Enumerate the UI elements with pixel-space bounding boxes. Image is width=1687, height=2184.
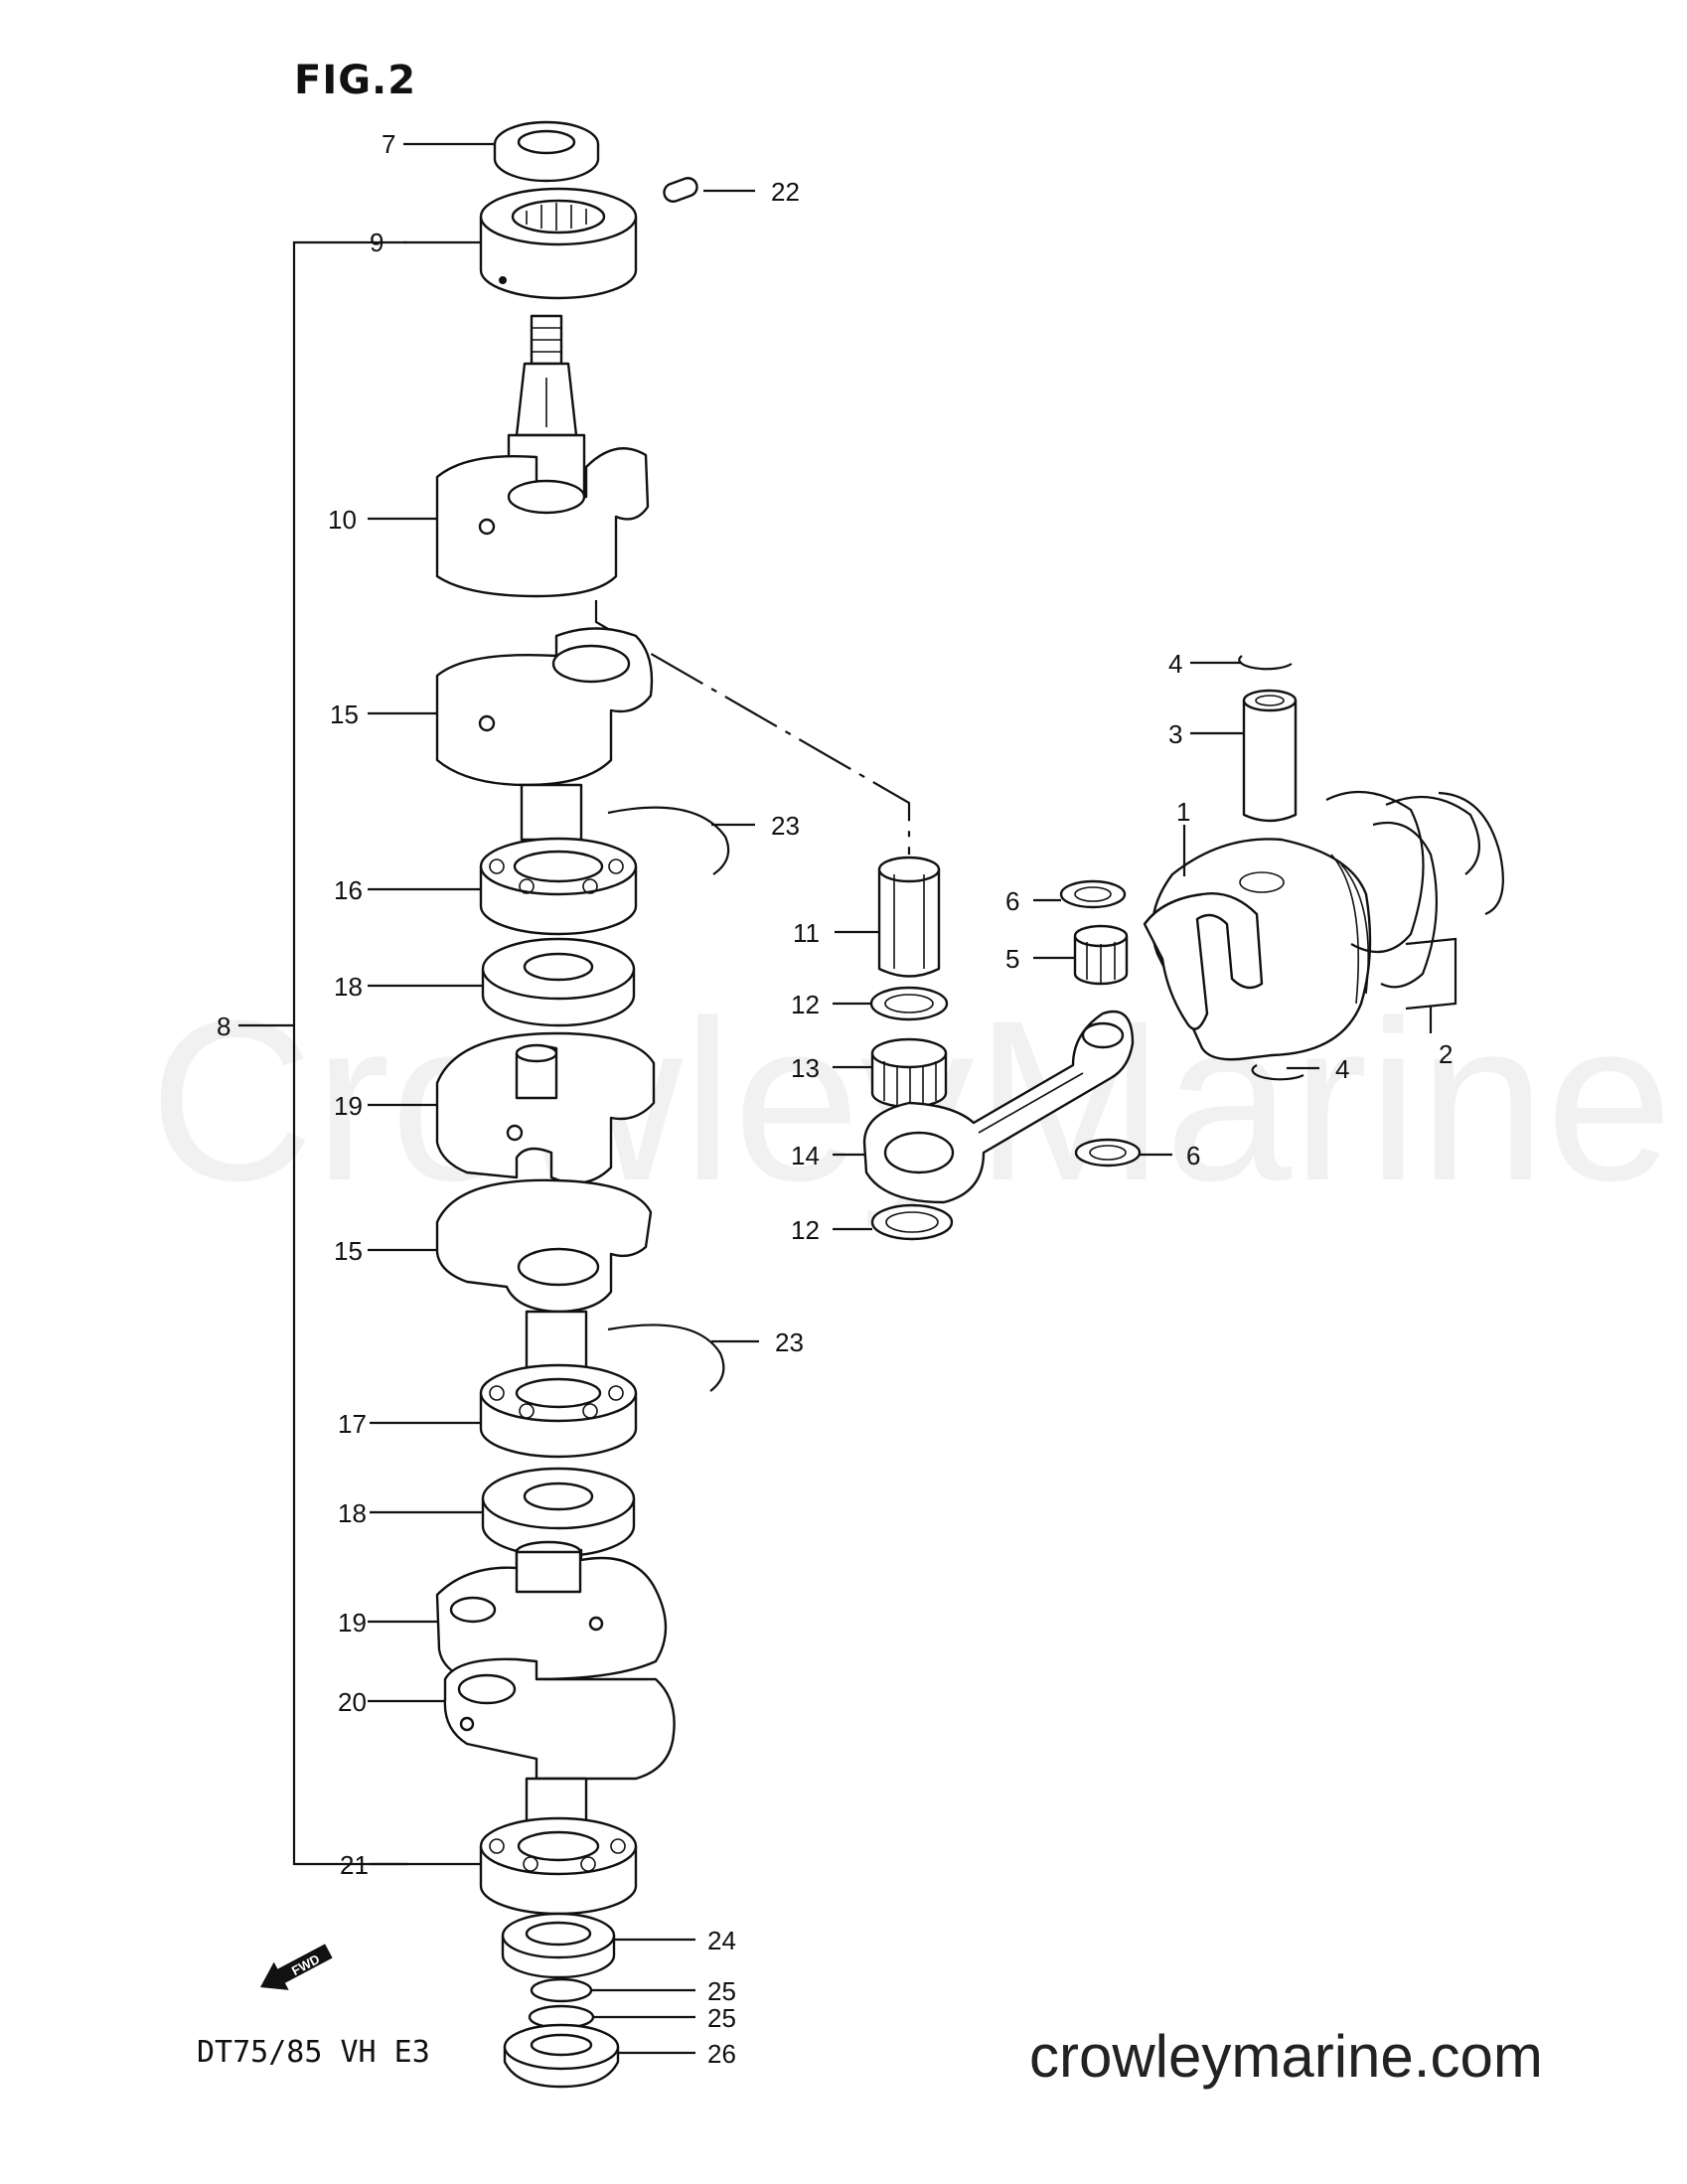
crank-pin-upper <box>520 783 583 842</box>
callout-5: 5 <box>1005 944 1019 974</box>
callout-19-lower: 19 <box>338 1608 367 1638</box>
connecting-rod-14-part <box>862 1010 1135 1204</box>
washer-6-upper-part <box>1059 879 1127 909</box>
callout-11: 11 <box>793 918 820 948</box>
callout-13: 13 <box>791 1053 820 1083</box>
circlip-23-upper-part <box>607 806 730 875</box>
callout-23-upper: 23 <box>771 811 800 841</box>
oil-seal-24-part <box>501 1912 616 1979</box>
callout-leaders <box>368 142 1319 2055</box>
callout-6-lower: 6 <box>1186 1141 1200 1170</box>
callout-24: 24 <box>707 1926 736 1955</box>
callout-21: 21 <box>340 1850 369 1880</box>
assembly-bracket <box>292 240 407 1866</box>
oil-seal-top-part <box>493 120 600 183</box>
callout-26: 26 <box>707 2039 736 2069</box>
callout-18-upper: 18 <box>334 972 363 1002</box>
ball-bearing-21-part <box>479 1816 638 1916</box>
circlip-4-lower-part <box>1251 1064 1304 1081</box>
callout-14: 14 <box>791 1141 820 1170</box>
o-ring-25-upper-part <box>530 1977 593 2003</box>
dowel-pin-part <box>663 177 698 203</box>
crank-web-10-part <box>435 447 650 598</box>
callout-12-upper: 12 <box>791 990 820 1019</box>
piston-ring-2-d-part <box>1438 791 1504 916</box>
callout-7: 7 <box>382 129 395 159</box>
callout-1: 1 <box>1176 797 1190 827</box>
crank-web-19-upper-part <box>435 1031 656 1184</box>
piston-ring-2-a-part <box>1385 795 1480 875</box>
callout-4-lower: 4 <box>1335 1054 1349 1084</box>
needle-bearing-5-part <box>1073 924 1129 986</box>
callout-16: 16 <box>334 875 363 905</box>
piston-1-part <box>1143 838 1372 1061</box>
circlip-4-upper-part <box>1238 655 1293 671</box>
crank-web-19-lower-part <box>435 1540 668 1681</box>
callout-15-lower: 15 <box>334 1236 363 1266</box>
crank-pin-11-part <box>877 856 941 978</box>
circlip-23-lower-part <box>607 1324 725 1392</box>
callout-3: 3 <box>1168 719 1182 749</box>
needle-bearing-top-part <box>479 187 638 300</box>
callout-23-lower: 23 <box>775 1327 804 1357</box>
model-code: DT75/85 VH E3 <box>197 2035 430 2070</box>
figure-title: FIG.2 <box>294 58 417 103</box>
thrust-washer-12-lower-part <box>870 1203 954 1241</box>
assembly-guide-line <box>594 600 911 855</box>
needle-bearing-13-part <box>870 1037 948 1109</box>
callout-22: 22 <box>771 177 800 207</box>
forward-arrow-icon: FWD <box>260 1944 333 1990</box>
washer-6-lower-part <box>1074 1138 1142 1168</box>
fwd-label: FWD <box>289 1951 322 1978</box>
thrust-washer-12-upper-part <box>869 986 949 1021</box>
callout-9: 9 <box>370 228 383 257</box>
crank-web-15-upper-part <box>435 627 654 787</box>
callout-4-upper: 4 <box>1168 649 1182 679</box>
piston-pin-3-part <box>1242 689 1298 823</box>
callout-2: 2 <box>1439 1039 1453 1069</box>
crank-web-15-lower-part <box>435 1178 653 1314</box>
callout-17: 17 <box>338 1409 367 1439</box>
callout-19-upper: 19 <box>334 1091 363 1121</box>
callout-15-upper: 15 <box>330 700 359 729</box>
crank-web-20-part <box>443 1657 676 1781</box>
ball-bearing-17-part <box>479 1363 638 1459</box>
callout-10: 10 <box>328 505 357 535</box>
piston-ring-2-b-part <box>1325 790 1425 954</box>
callout-20: 20 <box>338 1687 367 1717</box>
callout-18-lower: 18 <box>338 1498 367 1528</box>
callout-6-upper: 6 <box>1005 886 1019 916</box>
callout-25-lower: 25 <box>707 2003 736 2033</box>
website-url: crowleymarine.com <box>1029 2023 1543 2090</box>
ball-bearing-16-part <box>479 837 638 936</box>
piston-ring-2-c-part <box>1372 821 1439 989</box>
seal-18-upper-part <box>481 937 636 1027</box>
callout-labels: 7 9 22 10 15 16 23 18 8 19 15 23 17 18 1… <box>217 129 1453 2069</box>
callout-25-upper: 25 <box>707 1976 736 2006</box>
callout-8: 8 <box>217 1012 230 1041</box>
seal-26-part <box>503 2023 620 2089</box>
crank-pin-lower <box>525 1310 588 1373</box>
callout-12-lower: 12 <box>791 1215 820 1245</box>
